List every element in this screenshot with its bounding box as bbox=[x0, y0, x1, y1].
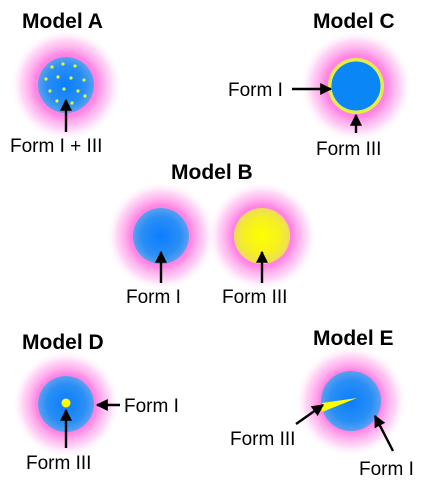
model-d-title: Model D bbox=[22, 331, 104, 354]
model-c-title: Model C bbox=[313, 10, 395, 33]
model-e-core bbox=[321, 371, 381, 431]
model-c-inner-label: Form I bbox=[228, 80, 283, 101]
model-b-right-core bbox=[234, 208, 290, 264]
model-e-group: Model E Form III Form I bbox=[230, 327, 414, 480]
model-a-title: Model A bbox=[22, 10, 103, 33]
model-b-left-core bbox=[133, 208, 189, 264]
model-e-wedge bbox=[322, 398, 357, 412]
model-d-center-dot bbox=[61, 398, 71, 408]
model-b-title: Model B bbox=[171, 161, 253, 184]
model-c-group: Model C Form I Form III bbox=[228, 10, 412, 160]
model-c-edge-label: Form III bbox=[316, 139, 381, 160]
model-a-group: Model A Form I + III bbox=[10, 10, 122, 157]
model-a-core bbox=[38, 57, 94, 113]
model-e-wedge-label: Form III bbox=[230, 429, 295, 450]
model-b-group: Model B Form I Form III bbox=[106, 161, 317, 308]
model-a-label: Form I + III bbox=[10, 136, 102, 157]
model-d-center-label: Form III bbox=[26, 453, 91, 474]
model-d-right-label: Form I bbox=[124, 396, 179, 417]
model-b-right-label: Form III bbox=[222, 287, 287, 308]
model-e-body-arrow bbox=[373, 414, 395, 452]
model-e-body-label: Form I bbox=[359, 459, 414, 480]
model-d-group: Model D Form I Form III bbox=[12, 331, 179, 474]
model-e-wedge-arrow bbox=[295, 404, 324, 425]
model-b-left-label: Form I bbox=[126, 287, 181, 308]
model-c-core bbox=[331, 61, 381, 111]
model-e-title: Model E bbox=[313, 327, 394, 350]
